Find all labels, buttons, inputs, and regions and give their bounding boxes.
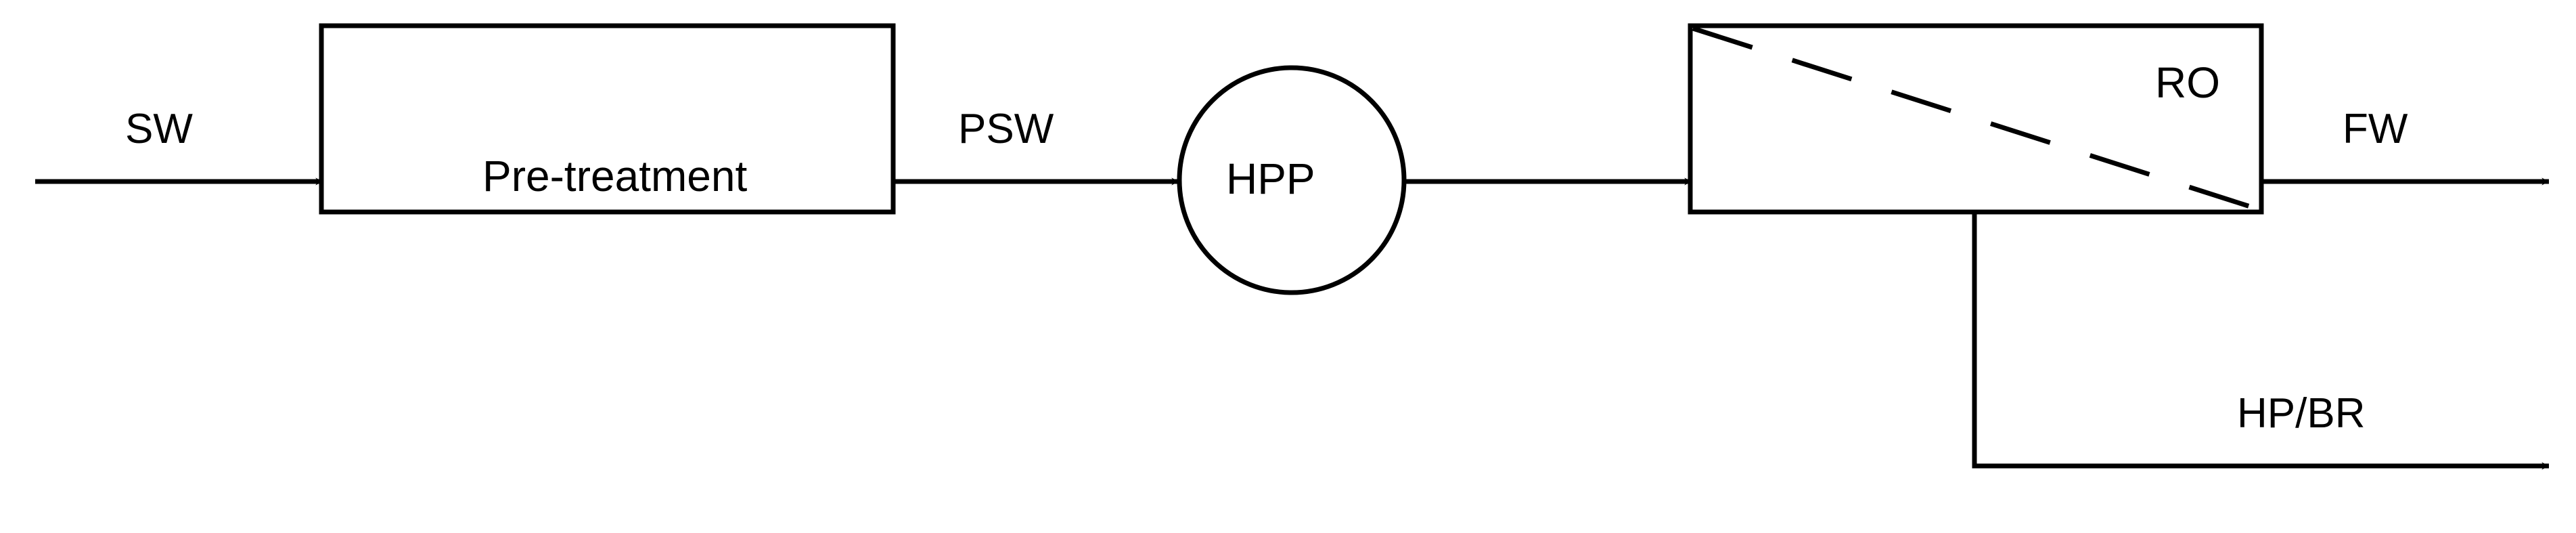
stream-label-sw: SW [125, 106, 193, 152]
stream-line-hpbr [1972, 212, 2550, 470]
node-label-pre-treatment: Pre-treatment [482, 152, 748, 200]
node-label-ro: RO [2155, 58, 2220, 107]
stream-label-fw: FW [2343, 106, 2408, 152]
stream-label-psw: PSW [958, 106, 1054, 152]
node-label-hpp: HPP [1226, 154, 1315, 203]
node-box-pre-treatment[interactable] [319, 23, 896, 215]
node-box-ro[interactable] [1688, 23, 2264, 215]
stream-label-hpbr: HP/BR [2237, 390, 2366, 437]
